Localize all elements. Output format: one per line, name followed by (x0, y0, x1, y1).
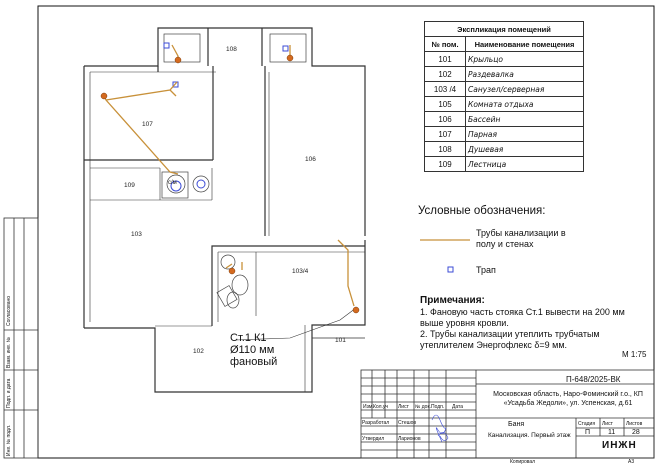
riser-dot (352, 306, 360, 314)
room-number: 103 (131, 231, 142, 238)
toilet-bowl (166, 174, 186, 194)
riser-dot (100, 92, 108, 100)
col-doc: № док. (415, 404, 432, 410)
drain-icon (282, 45, 289, 52)
col-date: Дата (452, 404, 464, 410)
note-item-1: 1. Фановую часть стояка Ст.1 вывести на … (420, 307, 625, 328)
scale-label: М 1:75 (622, 350, 647, 359)
room-number: 102 (193, 348, 204, 355)
approved-label: Утвердил (362, 436, 385, 442)
legend-title: Условные обозначения: (418, 205, 546, 217)
riser-tag: Ст.1 К1 Ø110 мм фановый (230, 332, 320, 368)
project-code: П-648/2025-ВК (566, 375, 621, 384)
toilet-label: с/м (168, 180, 177, 186)
col-kol: Кол.уч (373, 404, 388, 410)
fixtures (161, 33, 307, 309)
sheet-title: Канализация. Первый этаж (488, 432, 571, 439)
side-label-agreed: Согласовано (6, 295, 12, 326)
riser-tag-line3: фановый (230, 356, 278, 368)
room-number: 109 (124, 182, 135, 189)
room-number: 106 (305, 156, 316, 163)
riser-tag-line2: Ø110 мм (230, 344, 275, 356)
approved-name: Ларионов (398, 436, 421, 442)
room-number: 101 (335, 337, 346, 344)
drain-icon (172, 81, 179, 88)
riser-leader (235, 307, 357, 341)
shower-tray-right (269, 33, 307, 63)
side-label-sign-date: Подп. и дата (6, 378, 12, 408)
signature-scribbles (431, 414, 449, 443)
riser-tag-line1: Ст.1 К1 (230, 332, 267, 344)
sewer-pipes (103, 44, 470, 341)
explication-table: Экспликация помещений № пом. Наименовани… (424, 21, 584, 172)
explication-title: Экспликация помещений (424, 21, 584, 37)
riser-dots (100, 54, 360, 314)
riser-dot (174, 56, 182, 64)
note-item-2: 2. Трубы канализации утеплить трубчатым … (420, 329, 600, 350)
sheets-value: 28 (632, 429, 640, 436)
copied-label: Копировал (510, 459, 536, 465)
project-address: Московская область, Наро-Фоминский г.о.,… (493, 391, 643, 407)
col-izm: Изм. (363, 404, 374, 410)
legend-pipe-label: Трубы канализации в полу и стенах (476, 228, 566, 249)
col-sign: Подп. (431, 404, 445, 410)
drain-icon (163, 42, 170, 49)
company-logo: ИНЖН (602, 440, 637, 451)
stage-label: Стадия (578, 421, 596, 427)
col-num-header: № пом. (424, 36, 466, 52)
side-label-inv: Инв. № подл. (6, 424, 12, 456)
legend-drain-icon (447, 266, 454, 273)
object-name: Баня (508, 421, 525, 428)
developed-name: Стешов (398, 420, 417, 426)
sheets-label: Листов (626, 421, 643, 427)
room-number: 107 (142, 121, 153, 128)
legend-drain-label: Трап (476, 265, 496, 275)
side-strip (3, 217, 39, 459)
stage-value: П (585, 429, 591, 436)
room-number: 103/4 (292, 268, 309, 275)
pipe-1034 (337, 239, 355, 307)
notes-title: Примечания: (420, 295, 485, 306)
drain-marks (163, 42, 454, 273)
title-block (360, 369, 655, 459)
room-number: 108 (226, 46, 237, 53)
format-label: А3 (628, 459, 635, 465)
sheet-value: 11 (608, 429, 616, 436)
walls (83, 27, 366, 393)
washbasin (192, 175, 210, 193)
col-list: Лист (398, 404, 409, 410)
col-name-header: Наименование помещения (465, 36, 584, 52)
riser-dot (228, 267, 236, 275)
side-label-replaced: Взам. инв. № (6, 337, 12, 368)
pipe-107 (103, 95, 179, 175)
riser-dot (286, 54, 294, 62)
developed-label: Разработал (362, 420, 390, 426)
sheet-label: Лист (602, 421, 613, 427)
